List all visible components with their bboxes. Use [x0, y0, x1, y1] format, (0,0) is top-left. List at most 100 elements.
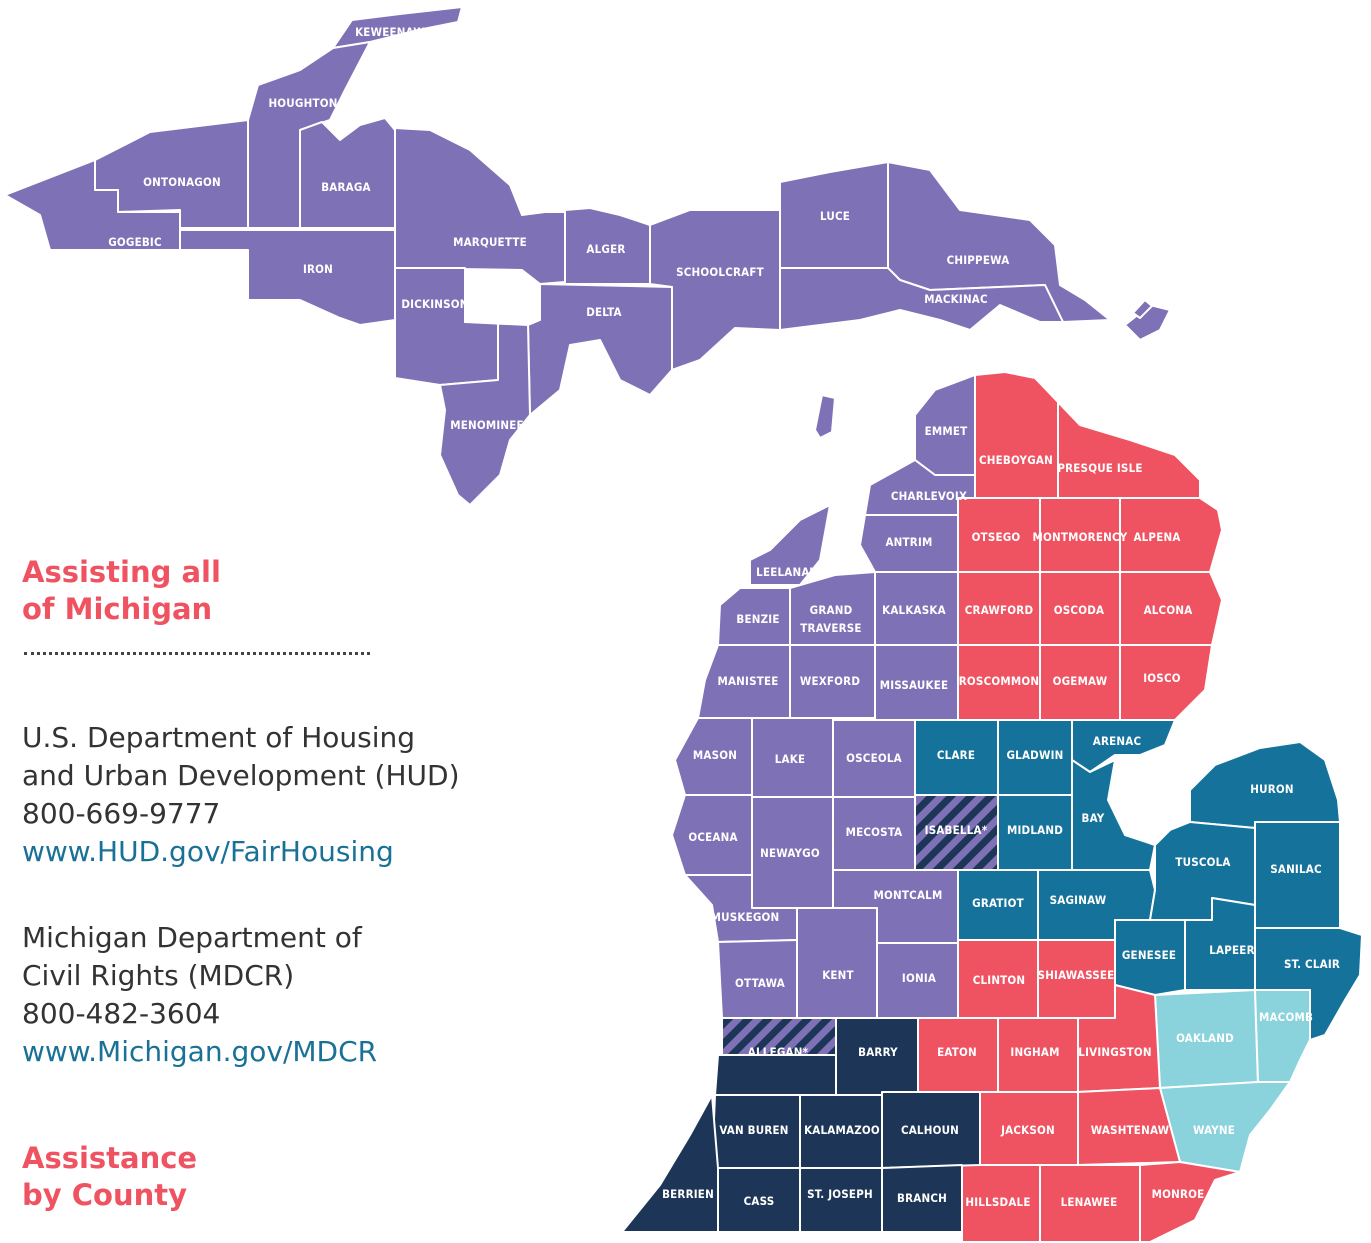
- upper-peninsula: [4, 6, 1171, 506]
- label-keweenaw: KEWEENAW: [355, 25, 425, 39]
- hud-line1: U.S. Department of Housing: [22, 721, 416, 754]
- label-benzie: BENZIE: [736, 612, 779, 626]
- label-mackinac: MACKINAC: [924, 292, 988, 306]
- label-chippewa: CHIPPEWA: [947, 253, 1010, 267]
- label-newaygo: NEWAYGO: [760, 846, 820, 860]
- county-allegan-navy: [714, 1054, 837, 1096]
- label-wexford: WEXFORD: [800, 674, 860, 688]
- county-cheboygan: [974, 371, 1059, 499]
- label-menominee: MENOMINEE: [450, 418, 524, 432]
- label-gladwin: GLADWIN: [1006, 748, 1063, 762]
- county-macomb: [1254, 989, 1311, 1083]
- label-mason: MASON: [693, 748, 737, 762]
- label-oakland: OAKLAND: [1176, 1031, 1234, 1045]
- label-osceola: OSCEOLA: [846, 751, 902, 765]
- county-baraga: [299, 117, 396, 229]
- county-calhoun: [881, 1091, 981, 1169]
- label-leelanau: LEELANAU: [756, 565, 818, 579]
- label-sanilac: SANILAC: [1270, 862, 1322, 876]
- county-leelanau: [749, 504, 831, 586]
- county-berrien: [621, 1094, 719, 1233]
- label-cheboygan: CHEBOYGAN: [979, 453, 1053, 467]
- label-huron: HURON: [1250, 782, 1293, 796]
- label-barry: BARRY: [858, 1045, 898, 1059]
- label-grand-traverse-1: GRAND: [810, 603, 853, 617]
- label-livingston: LIVINGSTON: [1078, 1045, 1151, 1059]
- label-lake: LAKE: [775, 752, 806, 766]
- label-midland: MIDLAND: [1007, 823, 1063, 837]
- heading-assistance-line2: by County: [22, 1178, 188, 1212]
- label-calhoun: CALHOUN: [901, 1123, 959, 1137]
- label-oscoda: OSCODA: [1054, 603, 1104, 617]
- label-tuscola: TUSCOLA: [1175, 855, 1230, 869]
- label-berrien: BERRIEN: [662, 1187, 714, 1201]
- heading-assistance: Assistance by County: [22, 1140, 197, 1214]
- label-ottawa: OTTAWA: [735, 976, 785, 990]
- label-crawford: CRAWFORD: [965, 603, 1034, 617]
- label-saginaw: SAGINAW: [1050, 893, 1107, 907]
- label-charlevoix: CHARLEVOIX: [891, 489, 967, 503]
- label-missaukee: MISSAUKEE: [880, 678, 949, 692]
- label-wayne: WAYNE: [1193, 1123, 1235, 1137]
- dotted-divider: [24, 652, 370, 655]
- label-baraga: BARAGA: [321, 180, 371, 194]
- drummond-island: [1132, 299, 1153, 319]
- label-luce: LUCE: [820, 209, 850, 223]
- label-kalkaska: KALKASKA: [882, 603, 946, 617]
- label-presque-isle: PRESQUE ISLE: [1057, 461, 1142, 475]
- label-ogemaw: OGEMAW: [1053, 674, 1108, 688]
- label-clare: CLARE: [937, 748, 975, 762]
- county-iosco: [1119, 644, 1213, 721]
- label-roscommon: ROSCOMMON: [959, 674, 1039, 688]
- label-montcalm: MONTCALM: [874, 888, 943, 902]
- label-clinton: CLINTON: [973, 973, 1026, 987]
- label-st-clair: ST. CLAIR: [1284, 957, 1340, 971]
- county-mackinac: [779, 267, 1064, 331]
- label-alcona: ALCONA: [1144, 603, 1193, 617]
- label-bay: BAY: [1082, 811, 1105, 825]
- label-monroe: MONROE: [1152, 1187, 1205, 1201]
- hud-phone: 800-669-9777: [22, 797, 221, 830]
- label-iosco: IOSCO: [1143, 671, 1180, 685]
- label-emmet: EMMET: [925, 424, 968, 438]
- label-schoolcraft: SCHOOLCRAFT: [676, 265, 764, 279]
- county-lapeer: [1184, 897, 1256, 991]
- county-menominee: [439, 321, 531, 506]
- hud-line2: and Urban Development (HUD): [22, 759, 460, 792]
- label-gogebic: GOGEBIC: [108, 235, 162, 249]
- label-jackson: JACKSON: [1000, 1123, 1055, 1137]
- label-delta: DELTA: [586, 305, 622, 319]
- heading-assisting-line2: of Michigan: [22, 592, 213, 626]
- mdcr-line1: Michigan Department of: [22, 921, 362, 954]
- county-keweenaw: [332, 6, 463, 49]
- hud-link[interactable]: www.HUD.gov/FairHousing: [22, 835, 394, 868]
- label-ingham: INGHAM: [1010, 1045, 1059, 1059]
- county-alcona: [1119, 571, 1223, 646]
- label-hillsdale: HILLSDALE: [965, 1195, 1030, 1209]
- label-shiawassee: SHIAWASSEE: [1038, 968, 1115, 982]
- label-montmorency: MONTMORENCY: [1033, 530, 1128, 544]
- heading-assisting-line1: Assisting all: [22, 555, 221, 589]
- label-lenawee: LENAWEE: [1061, 1195, 1118, 1209]
- county-kent: [796, 907, 878, 1019]
- label-alpena: ALPENA: [1133, 530, 1180, 544]
- mdcr-phone: 800-482-3604: [22, 997, 221, 1030]
- county-monroe: [1139, 1161, 1241, 1243]
- label-manistee: MANISTEE: [717, 674, 778, 688]
- label-branch: BRANCH: [897, 1191, 947, 1205]
- label-macomb: MACOMB: [1259, 1010, 1313, 1024]
- label-allegan: ALLEGAN*: [748, 1045, 809, 1059]
- label-arenac: ARENAC: [1093, 734, 1142, 748]
- label-eaton: EATON: [937, 1045, 977, 1059]
- label-muskegon: MUSKEGON: [711, 910, 780, 924]
- mdcr-line2: Civil Rights (MDCR): [22, 959, 295, 992]
- heading-assisting: Assisting all of Michigan: [22, 554, 221, 628]
- county-labels: KEWEENAW HOUGHTON ONTONAGON BARAGA GOGEB…: [108, 25, 1340, 1209]
- label-genesee: GENESEE: [1122, 948, 1176, 962]
- lower-peninsula: [621, 371, 1363, 1243]
- label-houghton: HOUGHTON: [268, 96, 337, 110]
- label-mecosta: MECOSTA: [846, 825, 903, 839]
- mdcr-link[interactable]: www.Michigan.gov/MDCR: [22, 1035, 378, 1068]
- label-dickinson: DICKINSON: [401, 297, 468, 311]
- label-marquette: MARQUETTE: [453, 235, 527, 249]
